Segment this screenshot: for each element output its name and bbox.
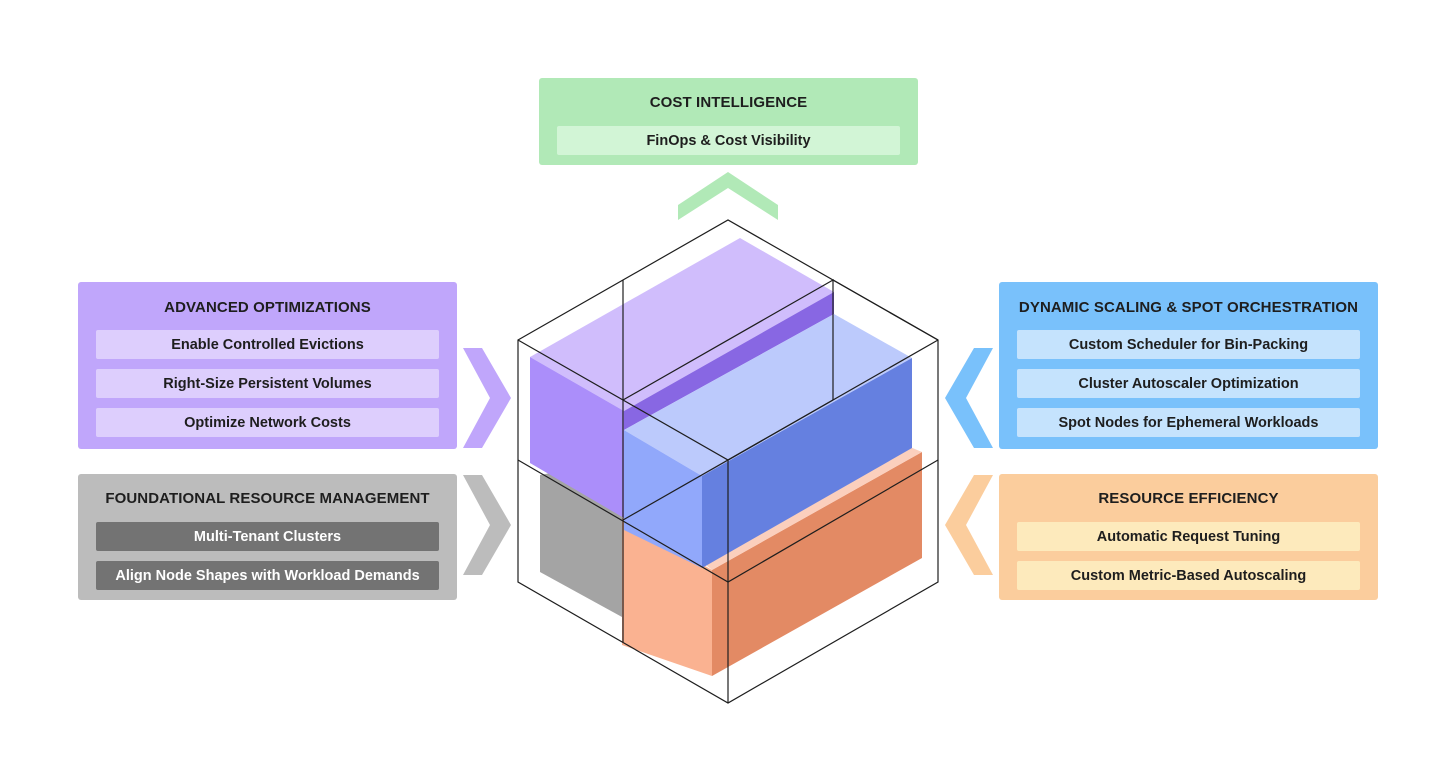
purple-block-front	[530, 357, 624, 518]
chevron-left-icon	[945, 475, 993, 575]
cost-intelligence-panel: COST INTELLIGENCE FinOps & Cost Visibili…	[539, 78, 918, 165]
cube-wireframe	[517, 219, 939, 704]
orange-block-side	[712, 452, 922, 676]
chevron-right-icon	[463, 475, 511, 575]
list-item: Custom Scheduler for Bin-Packing	[1017, 330, 1360, 359]
panel-title: ADVANCED OPTIMIZATIONS	[164, 299, 371, 316]
blue-block-top	[624, 314, 912, 476]
chevron-up-icon	[678, 172, 778, 220]
chevron-right-icon	[463, 348, 511, 448]
panel-title: FOUNDATIONAL RESOURCE MANAGEMENT	[105, 490, 430, 507]
blue-block-side	[702, 358, 912, 568]
orange-block-top	[700, 447, 922, 570]
list-item: Enable Controlled Evictions	[96, 330, 439, 359]
list-item: FinOps & Cost Visibility	[557, 126, 900, 155]
purple-block-top	[530, 238, 834, 411]
foundational-resource-management-panel: FOUNDATIONAL RESOURCE MANAGEMENT Multi-T…	[78, 474, 457, 600]
chevron-left-icon	[945, 348, 993, 448]
advanced-optimizations-panel: ADVANCED OPTIMIZATIONS Enable Controlled…	[78, 282, 457, 449]
resource-efficiency-panel: RESOURCE EFFICIENCY Automatic Request Tu…	[999, 474, 1378, 600]
purple-block-side	[624, 292, 834, 430]
dynamic-scaling-panel: DYNAMIC SCALING & SPOT ORCHESTRATION Cus…	[999, 282, 1378, 449]
list-item: Align Node Shapes with Workload Demands	[96, 561, 439, 590]
list-item: Right-Size Persistent Volumes	[96, 369, 439, 398]
panel-title: RESOURCE EFFICIENCY	[1098, 490, 1279, 507]
list-item: Custom Metric-Based Autoscaling	[1017, 561, 1360, 590]
list-item: Multi-Tenant Clusters	[96, 522, 439, 551]
list-item: Cluster Autoscaler Optimization	[1017, 369, 1360, 398]
list-item: Optimize Network Costs	[96, 408, 439, 437]
panel-title: COST INTELLIGENCE	[649, 94, 808, 111]
panel-title: DYNAMIC SCALING & SPOT ORCHESTRATION	[1018, 299, 1359, 316]
list-item: Automatic Request Tuning	[1017, 522, 1360, 551]
list-item: Spot Nodes for Ephemeral Workloads	[1017, 408, 1360, 437]
